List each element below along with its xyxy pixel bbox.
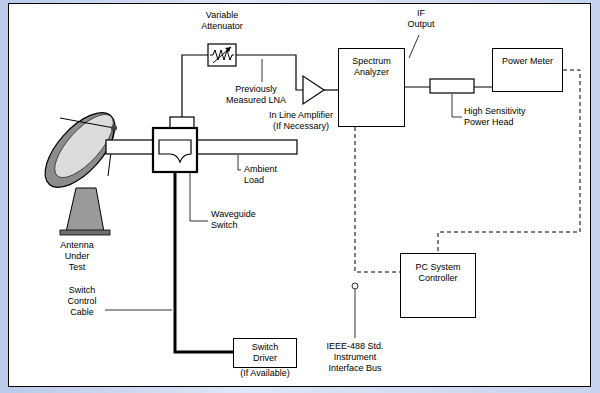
node-text: Power Meter: [497, 56, 558, 67]
leader-line: [262, 59, 263, 82]
controller-box: PC System Controller: [400, 253, 476, 318]
control-cable: [175, 172, 233, 352]
antenna-pedestal: [66, 188, 104, 232]
leader-line: [355, 289, 356, 338]
ambient-load: [197, 140, 297, 154]
note-label: (If Available): [233, 368, 297, 379]
waveguide-run: [106, 140, 153, 154]
waveguide-stub: [170, 117, 194, 128]
leader-line: [238, 155, 241, 170]
node-text: Switch Driver: [248, 342, 282, 364]
part-label: Variable Attenuator: [196, 10, 248, 32]
part-label: High Sensitivity Power Head: [464, 106, 544, 128]
part-label: Waveguide Switch: [211, 209, 271, 231]
bus-connector: [438, 70, 580, 253]
amplifier-symbol: [303, 76, 324, 104]
attenuator-box: [208, 44, 236, 66]
leader-line: [190, 173, 208, 221]
instrument-box: Spectrum Analyzer: [338, 48, 405, 127]
part-label: Antenna Under Test: [56, 240, 98, 273]
variable-attenuator: [208, 44, 236, 66]
feed-strut: [60, 118, 114, 128]
leader-line: [105, 310, 172, 311]
leader-line: [409, 35, 419, 58]
power-head: [430, 79, 474, 93]
bus-label: IEEE-488 Std. Instrument Interface Bus: [322, 341, 388, 374]
leader-line: [452, 94, 462, 117]
waveguide-switch: [153, 128, 197, 172]
bus-marker: [352, 283, 358, 289]
node-text: Spectrum Analyzer: [343, 56, 400, 78]
coax-line: [324, 89, 338, 90]
antenna-dish: [33, 101, 127, 235]
part-label: In Line Amplifier (If Necessary): [266, 110, 336, 132]
signal-label: IF Output: [404, 8, 438, 30]
part-label: Previously Measured LNA: [222, 84, 290, 106]
driver-box: Switch Driver: [233, 338, 297, 368]
bus-connector: [355, 127, 400, 272]
switch-rotor: [159, 140, 191, 162]
variable-arrowhead: [225, 47, 231, 52]
instrument-box: Power Meter: [492, 48, 563, 92]
feed-horn: [111, 125, 117, 131]
part-label: Ambient Load: [244, 164, 288, 186]
coax-line: [182, 55, 208, 117]
antenna-base: [60, 230, 110, 235]
node-text: PC System Controller: [405, 262, 471, 284]
variable-arrow: [213, 47, 231, 63]
part-label: Switch Control Cable: [62, 285, 102, 318]
